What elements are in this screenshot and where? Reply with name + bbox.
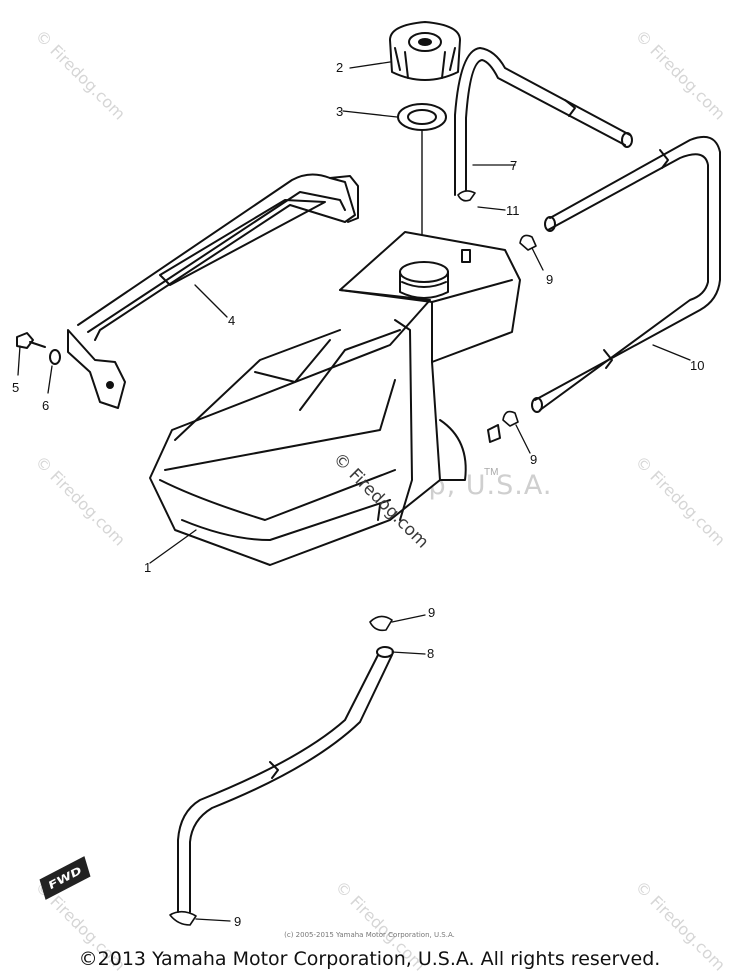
fuel-cap [389,21,461,81]
callout-4: 4 [228,313,236,328]
strap-washer [49,349,61,365]
strap-bolt [16,332,46,349]
callout-9-lower-bottom: 9 [234,914,242,929]
clamp-middle-right [502,410,519,427]
callout-3: 3 [336,104,344,119]
fuel-tank [149,231,521,566]
callout-10: 10 [690,358,705,373]
callout-5: 5 [12,380,20,395]
vent-clip [457,190,476,202]
callout-6: 6 [42,398,50,413]
cap-gasket [397,103,447,131]
callout-9-upper: 9 [546,272,554,287]
callout-8: 8 [427,646,435,661]
clamp-lower-bottom [169,910,197,926]
small-copyright: (c) 2005-2015 Yamaha Motor Corporation, … [284,931,455,939]
callout-7: 7 [510,158,518,173]
footer-copyright: ©2013 Yamaha Motor Corporation, U.S.A. A… [78,948,661,970]
breather-hose-long [531,136,721,413]
tank-strap [67,173,359,409]
callout-1: 1 [144,560,152,575]
callout-2: 2 [336,60,344,75]
callout-9-middle: 9 [530,452,538,467]
clamp-upper-right [519,234,537,251]
watermark-tm: TM [484,467,499,478]
overflow-hose-lower [177,646,394,913]
vent-hose-upper [454,47,633,196]
callout-11: 11 [506,203,520,218]
clamp-lower-top [369,615,393,632]
callout-9-lower-top: 9 [428,605,436,620]
